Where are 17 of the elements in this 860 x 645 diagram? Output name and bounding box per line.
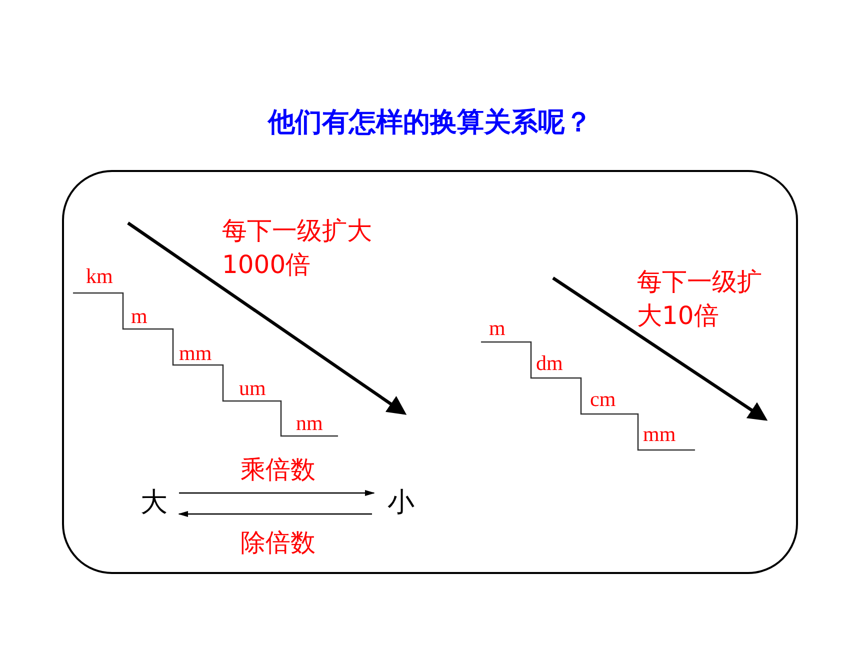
unit-label: mm: [643, 424, 676, 445]
rounded-panel: [62, 170, 798, 574]
unit-label: mm: [179, 343, 212, 364]
arrow: [178, 511, 372, 517]
arrow: [179, 490, 375, 496]
note-text: 每下一级扩大10倍: [637, 266, 763, 332]
word-label: 大: [139, 486, 169, 520]
unit-label: dm: [536, 353, 563, 374]
title: 他们有怎样的换算关系呢？: [266, 106, 593, 140]
unit-label: km: [86, 266, 113, 287]
word-label: 小: [386, 486, 416, 520]
note-text: 每下一级扩大1000倍: [222, 215, 373, 281]
unit-label: nm: [296, 413, 323, 434]
unit-label: m: [131, 306, 148, 327]
unit-label: m: [489, 318, 506, 339]
unit-label: cm: [590, 389, 616, 410]
unit-label: um: [239, 378, 266, 399]
